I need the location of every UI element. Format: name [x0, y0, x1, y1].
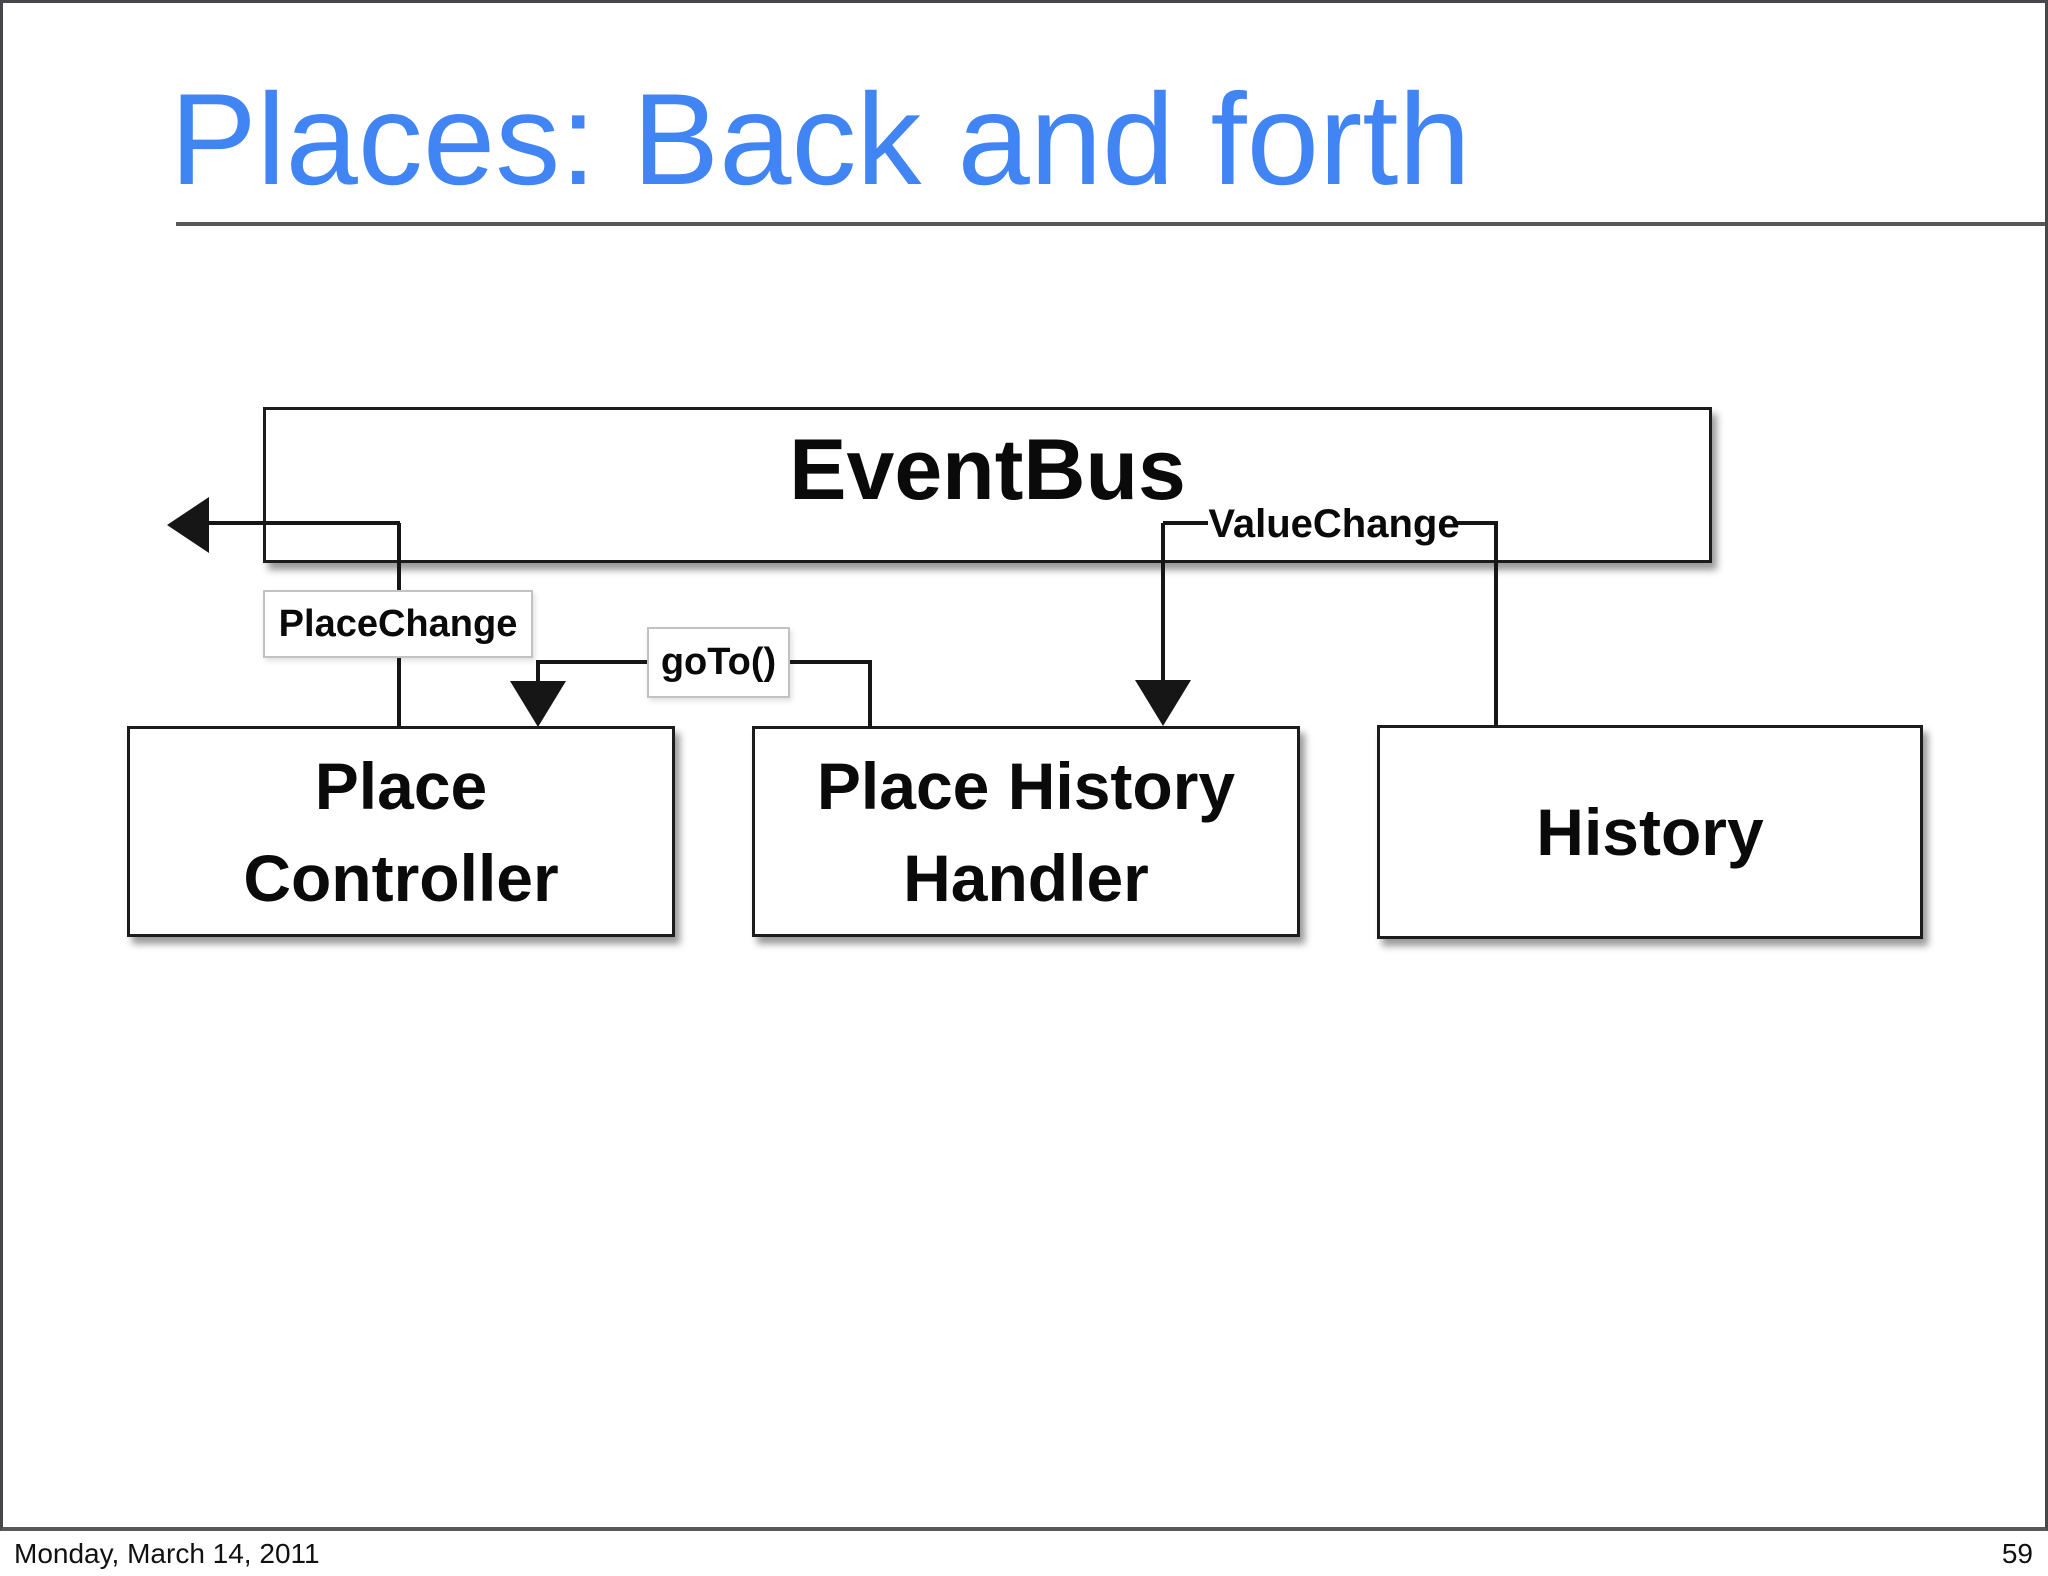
edge-label-valuechange: ValueChange — [1208, 502, 1460, 546]
node-place-history-handler: Place History Handler — [752, 726, 1300, 937]
node-history-label: History — [1536, 795, 1764, 869]
node-place-controller: Place Controller — [127, 726, 675, 937]
placechange-return-line — [205, 521, 400, 525]
node-eventbus: EventBus — [263, 407, 1712, 563]
valuechange-left-stub — [1163, 521, 1208, 525]
valuechange-right-vertical-line — [1494, 523, 1498, 726]
edge-label-goto-text: goTo() — [660, 641, 777, 683]
edge-label-placechange: PlaceChange — [263, 590, 533, 658]
node-eventbus-label: EventBus — [789, 422, 1186, 518]
goto-right-line — [788, 660, 872, 664]
slide-border — [0, 0, 2048, 1531]
node-place-history-line1: Place History — [816, 748, 1236, 823]
node-history: History — [1377, 725, 1923, 939]
edge-label-goto: goTo() — [647, 627, 790, 698]
slide-title: Places: Back and forth — [170, 66, 1471, 212]
goto-left-line — [536, 660, 649, 664]
goto-left-drop-line — [536, 660, 540, 684]
footer-page-number: 59 — [2001, 1538, 2033, 1569]
goto-right-drop-line — [868, 660, 872, 728]
placechange-left-arrowhead — [167, 497, 209, 553]
footer-date: Monday, March 14, 2011 — [14, 1538, 320, 1569]
goto-down-arrowhead — [510, 681, 566, 727]
valuechange-left-vertical-line — [1161, 523, 1165, 682]
node-place-controller-line1: Place — [314, 748, 488, 823]
valuechange-right-stub — [1456, 521, 1498, 525]
valuechange-down-arrowhead — [1135, 680, 1191, 726]
node-place-history-line2: Handler — [903, 840, 1149, 915]
edge-label-placechange-text: PlaceChange — [278, 602, 518, 645]
node-place-controller-line2: Controller — [243, 840, 559, 915]
title-divider — [176, 222, 2045, 226]
